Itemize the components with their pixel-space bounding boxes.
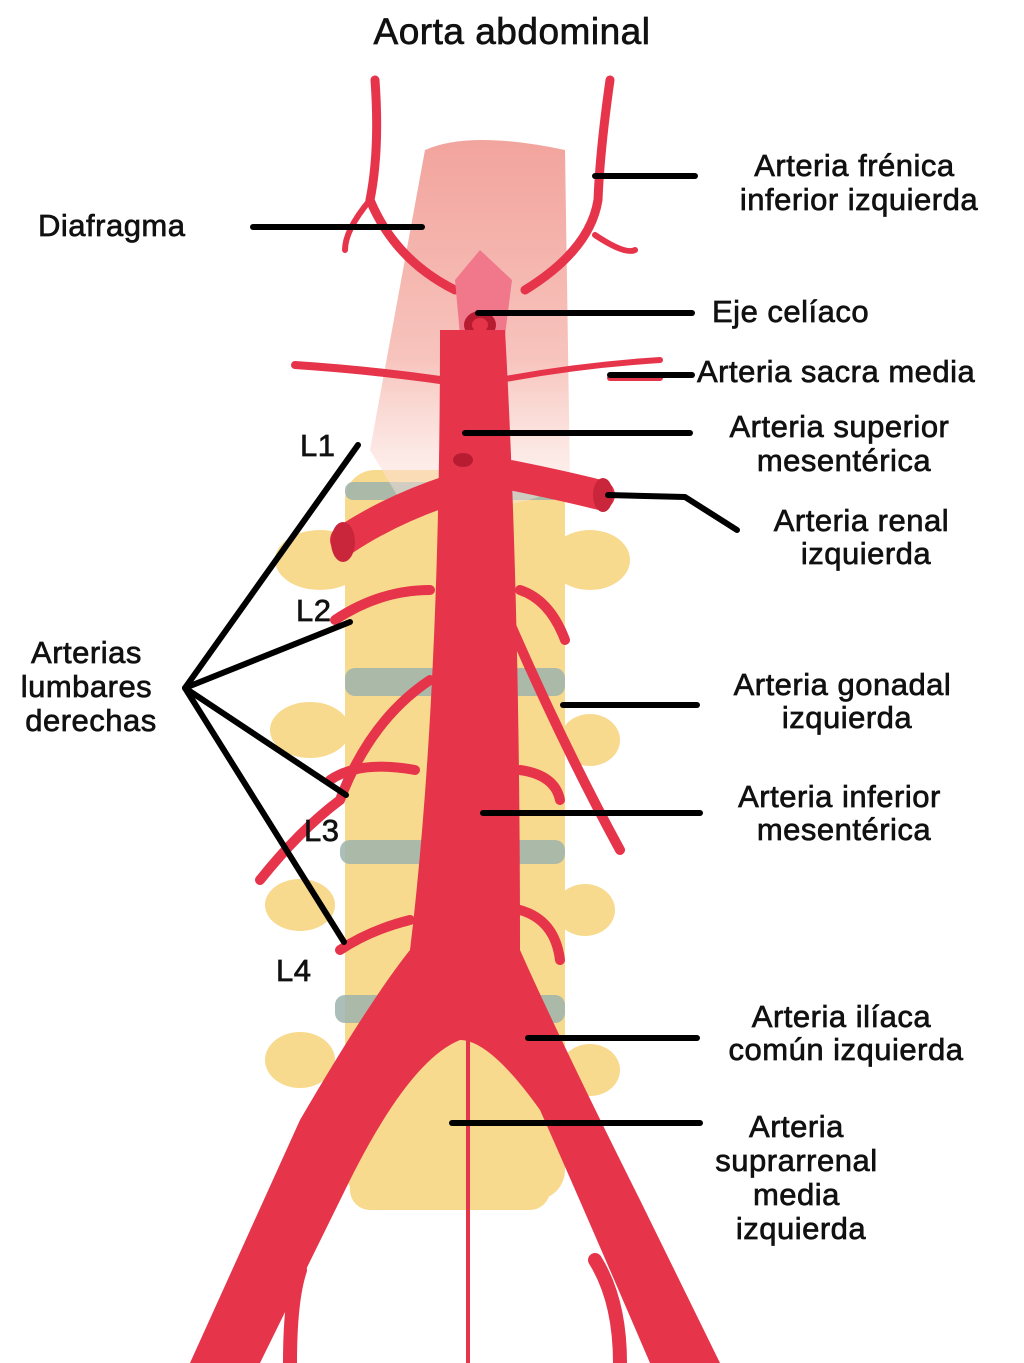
label-celiaco: Eje celíaco bbox=[712, 294, 869, 329]
leader-lines bbox=[182, 173, 740, 1126]
label-diafragma: Diafragma bbox=[38, 208, 186, 243]
label-lumbares: Arterias lumbares derechas bbox=[21, 635, 162, 738]
label-renal: Arteria renal izquierda bbox=[774, 503, 958, 571]
label-l1: L1 bbox=[300, 428, 335, 463]
label-iliaca: Arteria ilíaca común izquierda bbox=[729, 999, 964, 1067]
label-sacra: Arteria sacra media bbox=[697, 354, 976, 389]
label-superior-mesenterica: Arteria superior mesentérica bbox=[729, 409, 958, 478]
label-frenica: Arteria frénica inferior izquierda bbox=[740, 148, 978, 217]
label-l2: L2 bbox=[296, 593, 331, 628]
label-inferior-mesenterica: Arteria inferior mesentérica bbox=[738, 779, 950, 847]
label-suprarrenal: Arteria suprarrenal media izquierda bbox=[715, 1109, 886, 1246]
title: Aorta abdominal bbox=[374, 11, 651, 52]
label-l3: L3 bbox=[304, 813, 339, 848]
label-l4: L4 bbox=[276, 953, 311, 988]
label-gonadal: Arteria gonadal izquierda bbox=[734, 667, 961, 735]
